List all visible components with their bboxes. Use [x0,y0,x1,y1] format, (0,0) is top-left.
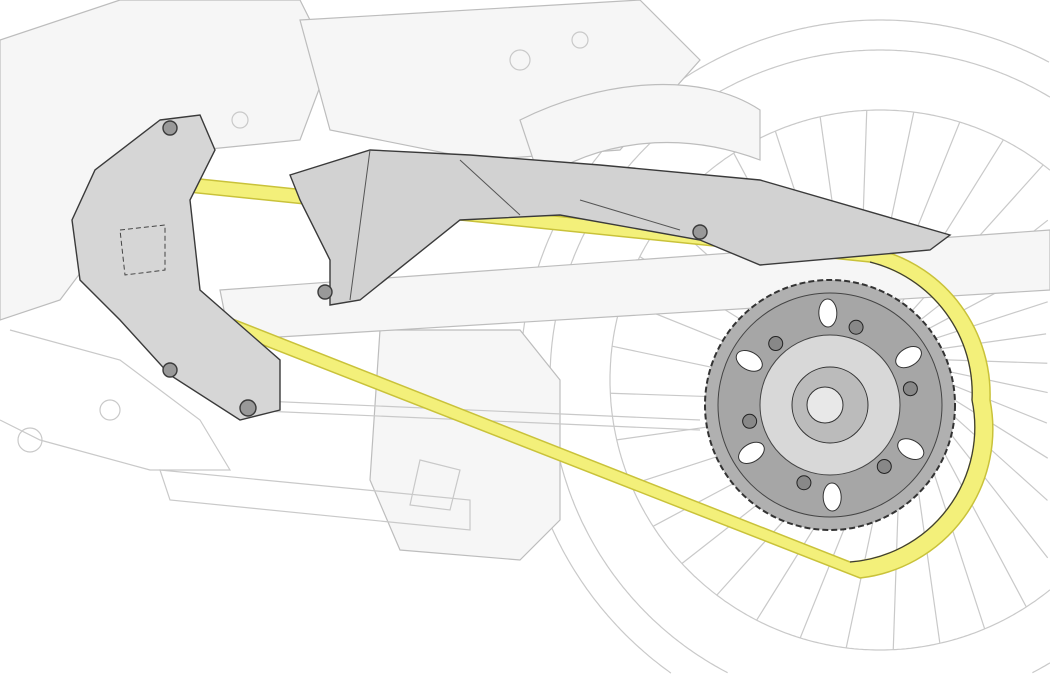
sprocket-bolt [848,319,864,335]
chain-guard [289,149,952,306]
rear-sprocket [704,279,956,531]
lightening-hole [897,438,925,460]
spoke [938,368,1048,394]
spoke [931,333,1047,351]
front-sprocket-cover [71,114,281,421]
lightening-hole [895,346,922,369]
spoke [936,358,1048,364]
spoke [939,379,1048,424]
wheel-rim [609,109,1050,651]
lightening-hole [738,441,765,464]
sprocket-bolt [902,381,918,397]
sprocket-bolt [796,475,812,491]
sprocket-bolt [768,336,784,352]
spoke [925,301,1048,343]
sprocket-bolt [876,458,892,474]
lightening-hole [735,350,763,372]
lightening-hole [822,482,842,512]
lightening-hole [818,298,838,328]
sprocket-bolt [742,413,758,429]
